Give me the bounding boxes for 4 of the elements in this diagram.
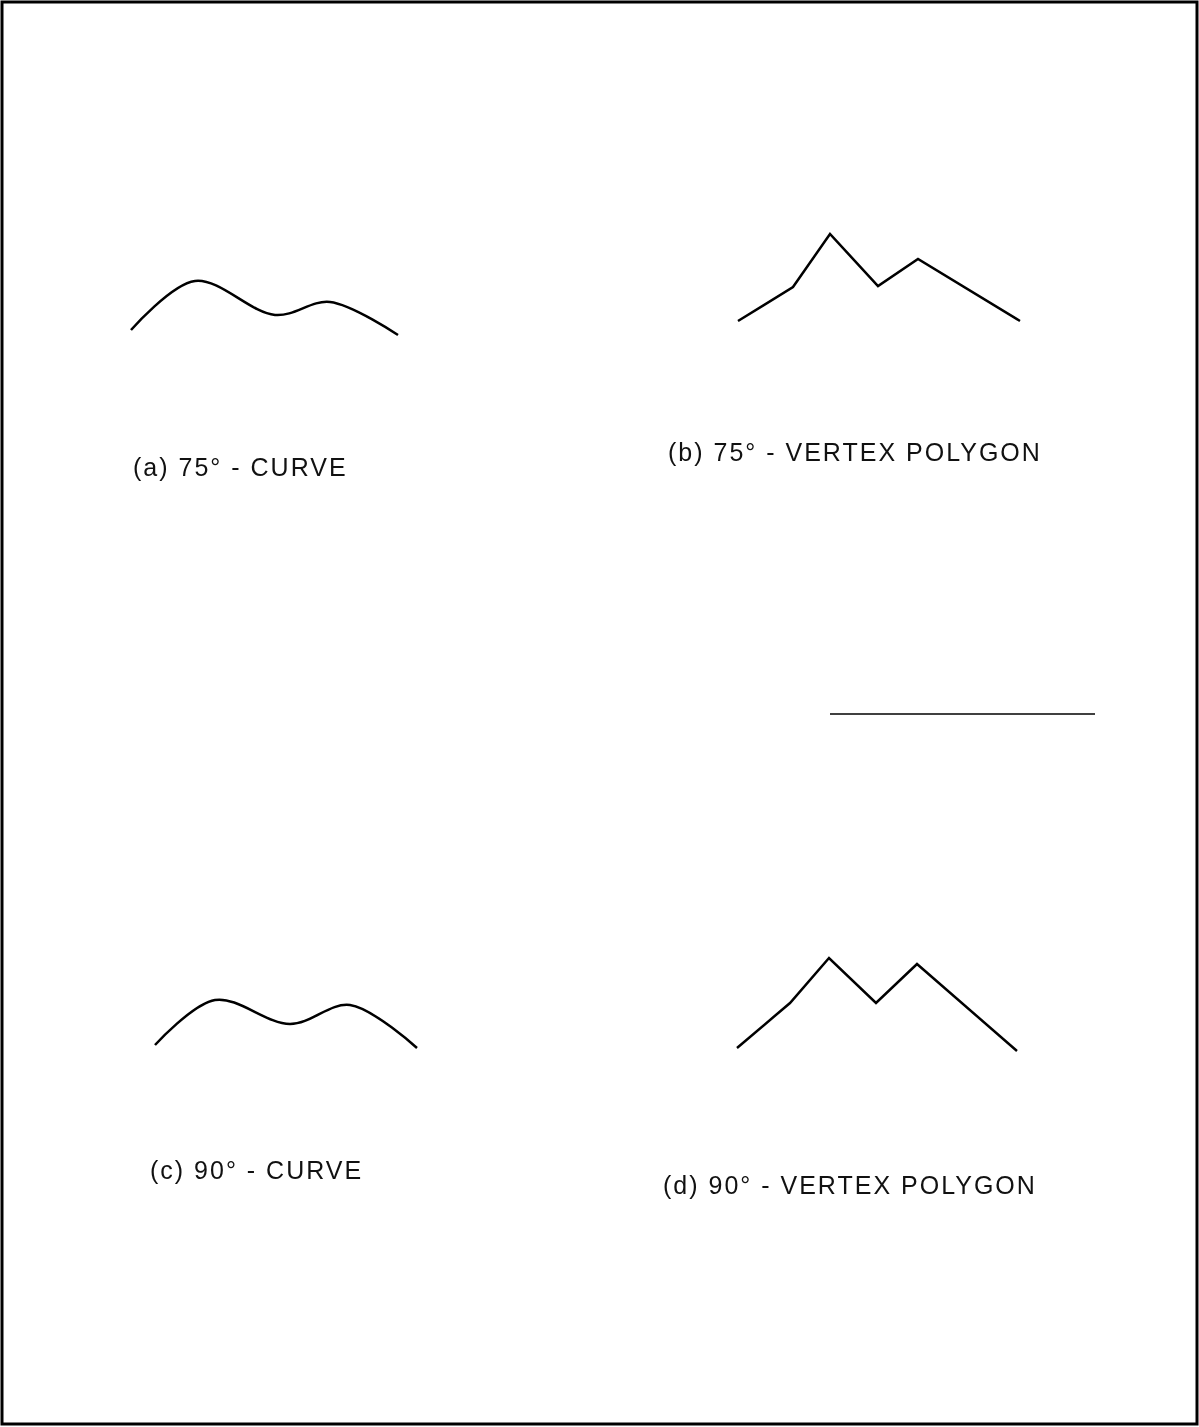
- figure-caption: (a) 75° - CURVE: [133, 455, 348, 480]
- figure-caption: (c) 90° - CURVE: [150, 1158, 364, 1183]
- figure-caption: (b) 75° - VERTEX POLYGON: [668, 440, 1042, 465]
- figure-caption: (d) 90° - VERTEX POLYGON: [663, 1173, 1037, 1198]
